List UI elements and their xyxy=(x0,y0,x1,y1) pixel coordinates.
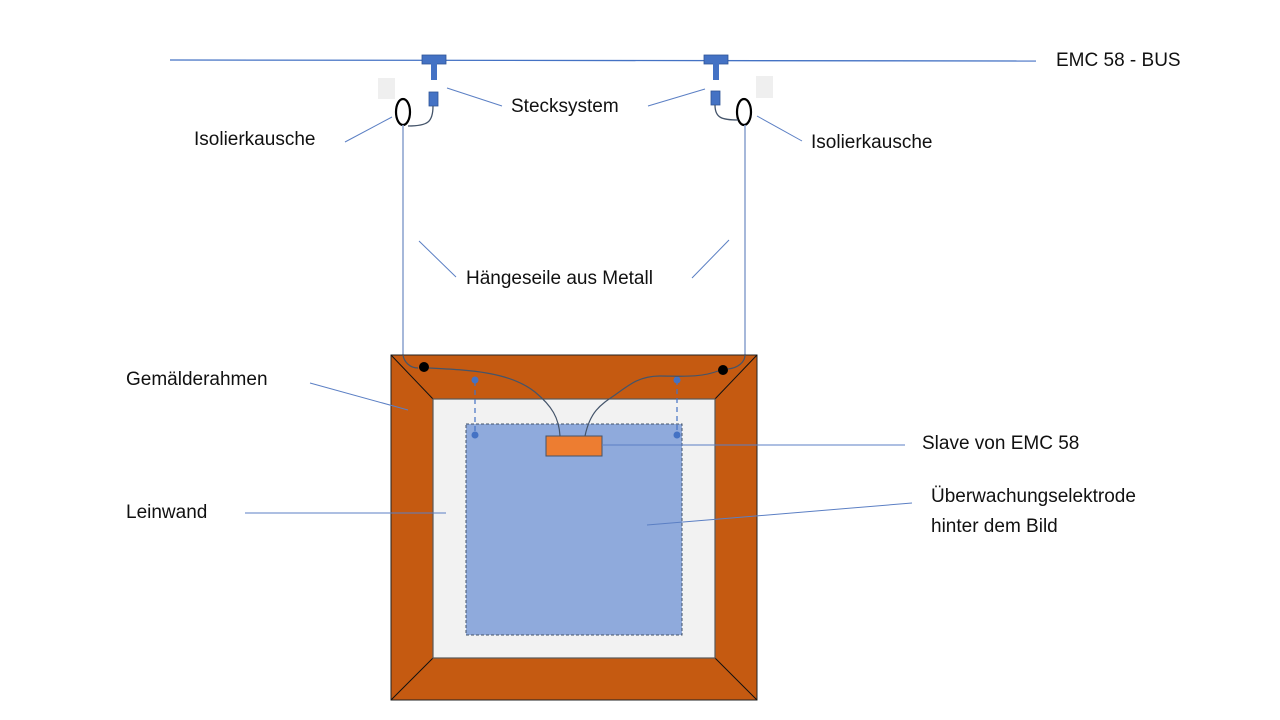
thimble-right-label: Isolierkausche xyxy=(811,132,933,153)
contact-dot xyxy=(673,431,681,439)
slave-label: Slave von EMC 58 xyxy=(922,433,1080,454)
contact-dot xyxy=(471,376,479,384)
frame-label: Gemälderahmen xyxy=(126,369,268,390)
screw-left-icon xyxy=(419,362,429,372)
electrode-area xyxy=(465,423,683,636)
placeholder-square-right xyxy=(756,76,773,98)
placeholder-square-left xyxy=(378,78,395,99)
bus-line xyxy=(169,59,1037,62)
internal-wire-left xyxy=(428,367,561,437)
leader-cables-right xyxy=(691,239,730,279)
leader-electrode xyxy=(646,502,913,526)
canvas-label: Leinwand xyxy=(126,502,208,523)
screw-right-icon xyxy=(718,365,728,375)
thimble-right-icon xyxy=(735,97,753,127)
electrode-label-line1: Überwachungselektrode xyxy=(931,486,1136,507)
leader-stecksystem-right xyxy=(647,88,706,107)
leader-thimble-right xyxy=(756,115,803,142)
contact-dot xyxy=(673,376,681,384)
leader-thimble-left xyxy=(344,116,393,143)
leader-cables-left xyxy=(418,240,457,278)
cable-entry-right xyxy=(727,354,746,370)
slave-module xyxy=(545,435,603,457)
leader-frame xyxy=(309,382,409,411)
contact-dot xyxy=(471,431,479,439)
cable-entry-left xyxy=(402,354,419,369)
leader-stecksystem-left xyxy=(446,87,503,107)
connector-left-icon xyxy=(421,54,447,107)
electrode-label-line2: hinter dem Bild xyxy=(931,516,1058,537)
thimble-left-icon xyxy=(394,97,412,127)
wire-left xyxy=(407,105,434,127)
thimble-left-label: Isolierkausche xyxy=(194,129,316,150)
connector-right-icon xyxy=(703,54,729,106)
wire-right xyxy=(714,104,739,121)
connector-label: Stecksystem xyxy=(511,96,619,117)
internal-wire-right xyxy=(584,370,719,437)
bus-label: EMC 58 - BUS xyxy=(1056,50,1181,71)
cables-label: Hängeseile aus Metall xyxy=(466,268,653,289)
